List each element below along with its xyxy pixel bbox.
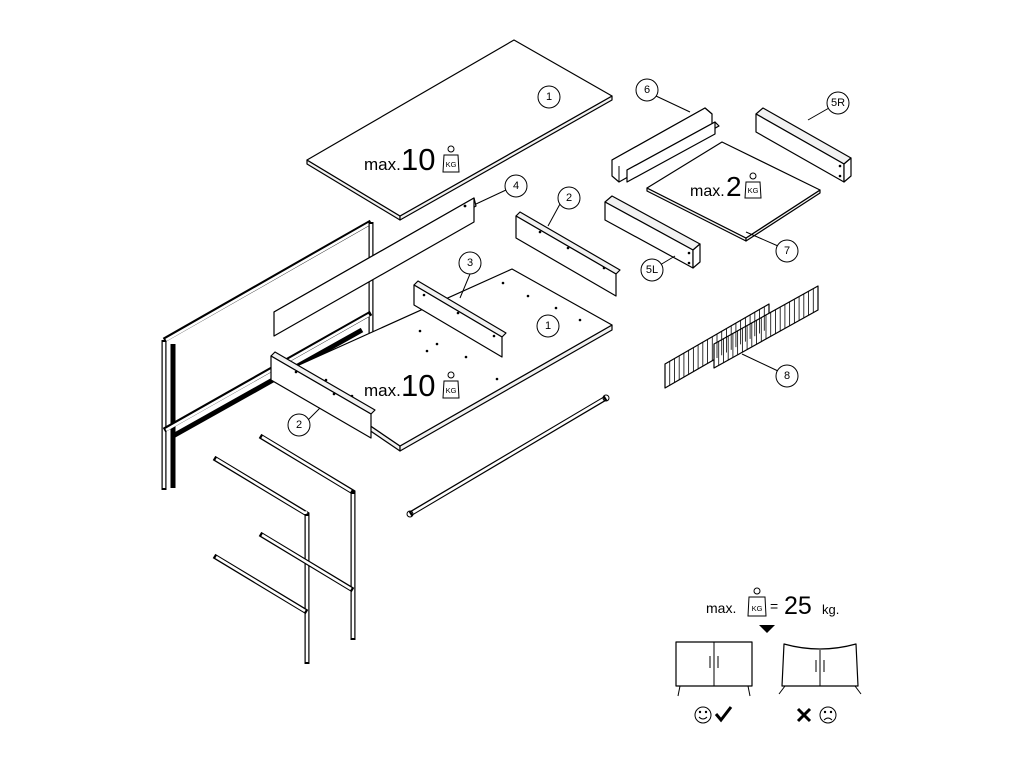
svg-text:4: 4 bbox=[513, 180, 519, 192]
divider bbox=[413, 280, 507, 358]
svg-text:max.: max. bbox=[364, 155, 401, 174]
bottom-load-label: max. 10 KG bbox=[364, 368, 460, 403]
side-panel-right bbox=[515, 211, 621, 297]
svg-text:25: 25 bbox=[784, 592, 812, 620]
slat-grooves bbox=[669, 288, 814, 386]
svg-text:2: 2 bbox=[296, 419, 302, 431]
cabinet-correct bbox=[675, 641, 753, 697]
svg-text:2: 2 bbox=[566, 192, 572, 204]
bottom-panel-holes bbox=[324, 281, 582, 398]
weight-icon: KG bbox=[442, 145, 460, 173]
callout-drawer-bottom: 7 bbox=[745, 231, 799, 263]
svg-text:8: 8 bbox=[784, 370, 790, 382]
cross-frown-icon bbox=[796, 706, 837, 724]
callout-side-left: 2 bbox=[287, 407, 321, 437]
callout-top-panel: 1 bbox=[537, 85, 561, 109]
drawer-load-label: max. 2 KG bbox=[690, 171, 762, 202]
svg-text:7: 7 bbox=[784, 245, 790, 257]
drawer-side-right bbox=[755, 107, 852, 183]
svg-text:max.: max. bbox=[706, 600, 736, 616]
drawer-bottom bbox=[646, 141, 821, 242]
front-legs bbox=[212, 433, 356, 664]
svg-text:1: 1 bbox=[545, 320, 551, 332]
tube-rail bbox=[406, 394, 610, 518]
drawer-side-left bbox=[604, 195, 701, 269]
drawer-front bbox=[611, 107, 720, 183]
callout-drawer-side-left: 5L bbox=[640, 255, 676, 282]
weight-icon: KG bbox=[744, 172, 762, 199]
svg-text:10: 10 bbox=[401, 142, 435, 177]
callout-back-rail: 4 bbox=[475, 174, 528, 205]
weight-icon: KG bbox=[442, 371, 460, 399]
callout-divider: 3 bbox=[458, 251, 482, 299]
svg-text:KG: KG bbox=[748, 186, 759, 195]
svg-text:KG: KG bbox=[752, 604, 763, 613]
svg-text:6: 6 bbox=[644, 84, 650, 96]
smiley-check-icon bbox=[694, 706, 733, 724]
svg-text:2: 2 bbox=[726, 171, 742, 202]
callout-drawer-front: 6 bbox=[635, 78, 691, 113]
total-load-note: max. KG = 25 kg. bbox=[706, 587, 839, 633]
slats bbox=[664, 285, 819, 389]
weight-icon: KG bbox=[747, 587, 767, 617]
svg-text:=: = bbox=[770, 598, 778, 614]
svg-text:5R: 5R bbox=[831, 97, 845, 109]
svg-text:10: 10 bbox=[401, 368, 435, 403]
svg-text:5L: 5L bbox=[646, 264, 658, 276]
svg-text:kg.: kg. bbox=[822, 602, 839, 617]
svg-text:3: 3 bbox=[467, 257, 473, 269]
svg-text:1: 1 bbox=[546, 91, 552, 103]
svg-text:max.: max. bbox=[690, 183, 725, 200]
callout-side-right: 2 bbox=[547, 186, 581, 227]
back-rail bbox=[273, 197, 477, 337]
svg-text:KG: KG bbox=[446, 386, 457, 395]
svg-text:max.: max. bbox=[364, 381, 401, 400]
callout-drawer-side-right: 5R bbox=[807, 91, 850, 121]
top-panel bbox=[306, 39, 613, 221]
callout-slats: 8 bbox=[741, 353, 799, 388]
cabinet-overloaded bbox=[778, 643, 862, 695]
side-panel-left bbox=[270, 351, 376, 439]
left-frame bbox=[161, 219, 374, 490]
callout-bottom-panel: 1 bbox=[536, 314, 560, 338]
svg-text:KG: KG bbox=[446, 160, 457, 169]
top-load-label: max. 10 KG bbox=[364, 142, 460, 177]
arrow-down-icon bbox=[759, 625, 775, 633]
